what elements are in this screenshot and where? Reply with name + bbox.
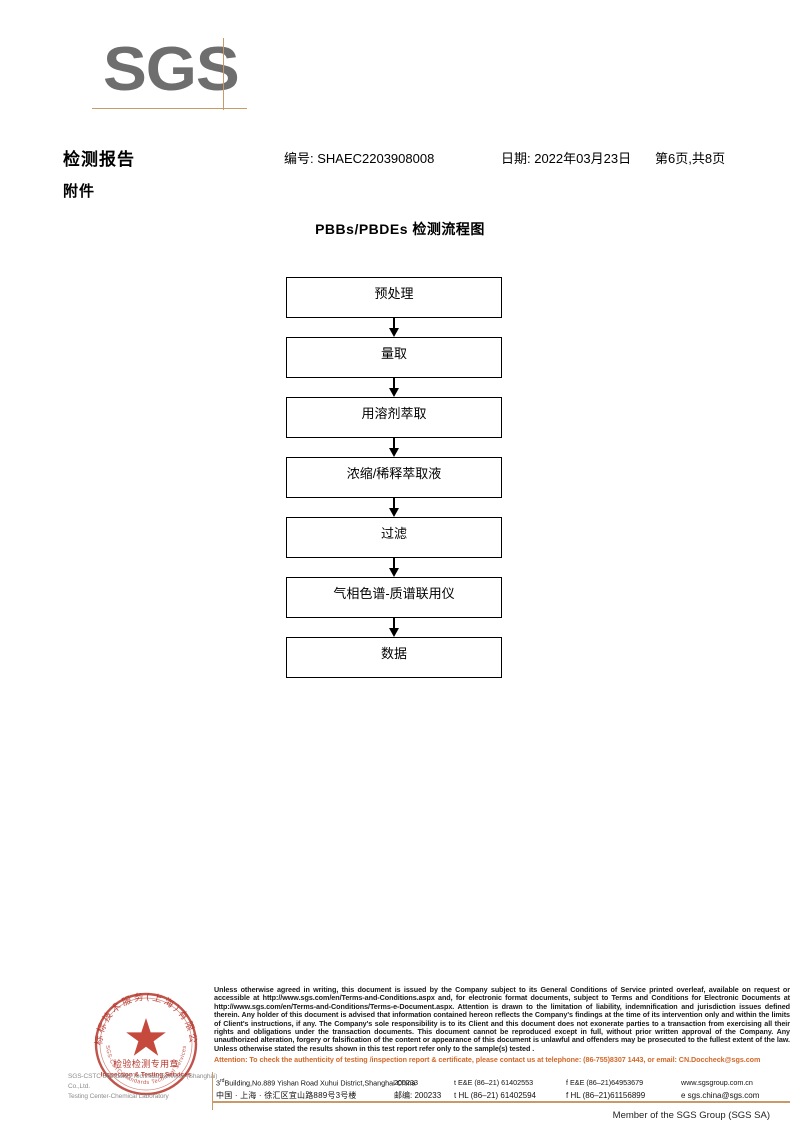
svg-text:Inspection & Testing Services: Inspection & Testing Services [101, 1072, 192, 1079]
flow-step-box: 预处理 [286, 277, 502, 318]
attention-notice: Attention: To check the authenticity of … [214, 1055, 761, 1064]
postcode-en: 200233 [394, 1078, 418, 1088]
tel-cn-1: t HL (86–21) 61402594 [454, 1091, 536, 1101]
logo-vertical-rule [223, 38, 224, 110]
seal-company-line1: SGS-CSTC Standards Technical Services (S… [68, 1073, 218, 1090]
page-title: 检测报告 [63, 150, 135, 169]
footer-vertical-rule [212, 1072, 213, 1110]
report-number: 编号: SHAEC2203908008 [284, 151, 435, 166]
logo-horizontal-rule [92, 108, 247, 109]
flow-arrow-icon [286, 618, 502, 637]
tel-en-1: t E&E (86–21) 61402553 [454, 1078, 534, 1088]
page-indicator: 第6页,共8页 [655, 151, 726, 166]
flowchart-title: PBBs/PBDEs 检测流程图 [315, 221, 485, 237]
company-seal-stamp: 正标标技术服务(上海)有限公司 SGS-CSTC Standards Techn… [90, 988, 202, 1100]
sgs-logo: SGS [92, 35, 293, 116]
footer-address-block: 3rdBuilding,No.889 Yishan Road Xuhui Dis… [216, 1075, 790, 1102]
tel-cn-2: f HL (86–21)61156899 [566, 1091, 646, 1101]
address-en: 3rdBuilding,No.889 Yishan Road Xuhui Dis… [216, 1078, 416, 1088]
flow-arrow-icon [286, 498, 502, 517]
flow-step-box: 量取 [286, 337, 502, 378]
flow-arrow-icon [286, 378, 502, 397]
postcode-cn: 邮编: 200233 [394, 1091, 442, 1101]
flow-step-box: 数据 [286, 637, 502, 678]
address-row-cn: 中国 · 上海 · 徐汇区宜山路889号3号楼 邮编: 200233 t HL … [216, 1089, 790, 1102]
flow-step-box: 用溶剂萃取 [286, 397, 502, 438]
seal-company-name: SGS-CSTC Standards Technical Services (S… [68, 1072, 228, 1102]
website-link[interactable]: www.sgsgroup.com.cn [681, 1078, 753, 1088]
flow-arrow-icon [286, 318, 502, 337]
seal-company-line2: Testing Center-Chemical Laboratory [68, 1093, 169, 1100]
address-row-en: 3rdBuilding,No.889 Yishan Road Xuhui Dis… [216, 1075, 790, 1089]
flow-step-box: 气相色谱-质谱联用仪 [286, 577, 502, 618]
footer-horizontal-rule [212, 1101, 790, 1103]
flow-arrow-icon [286, 438, 502, 457]
legal-terms-text: Unless otherwise agreed in writing, this… [214, 985, 790, 1053]
flow-arrow-icon [286, 558, 502, 577]
flow-step-box: 浓缩/稀释萃取液 [286, 457, 502, 498]
attachment-label: 附件 [63, 183, 96, 200]
flow-step-box: 过滤 [286, 517, 502, 558]
email-link[interactable]: e sgs.china@sgs.com [681, 1091, 760, 1101]
report-date: 日期: 2022年03月23日 [501, 151, 632, 166]
member-of-group-text: Member of the SGS Group (SGS SA) [612, 1110, 770, 1121]
tel-en-2: f E&E (86–21)64953679 [566, 1078, 644, 1088]
sgs-logo-text: SGS [103, 35, 240, 104]
svg-text:检验检测专用章: 检验检测专用章 [113, 1058, 179, 1070]
address-cn: 中国 · 上海 · 徐汇区宜山路889号3号楼 [216, 1091, 357, 1101]
flowchart: 预处理 量取 用溶剂萃取 浓缩/稀释萃取液 过滤 气相色谱-质谱联用仪 数据 [286, 277, 502, 678]
